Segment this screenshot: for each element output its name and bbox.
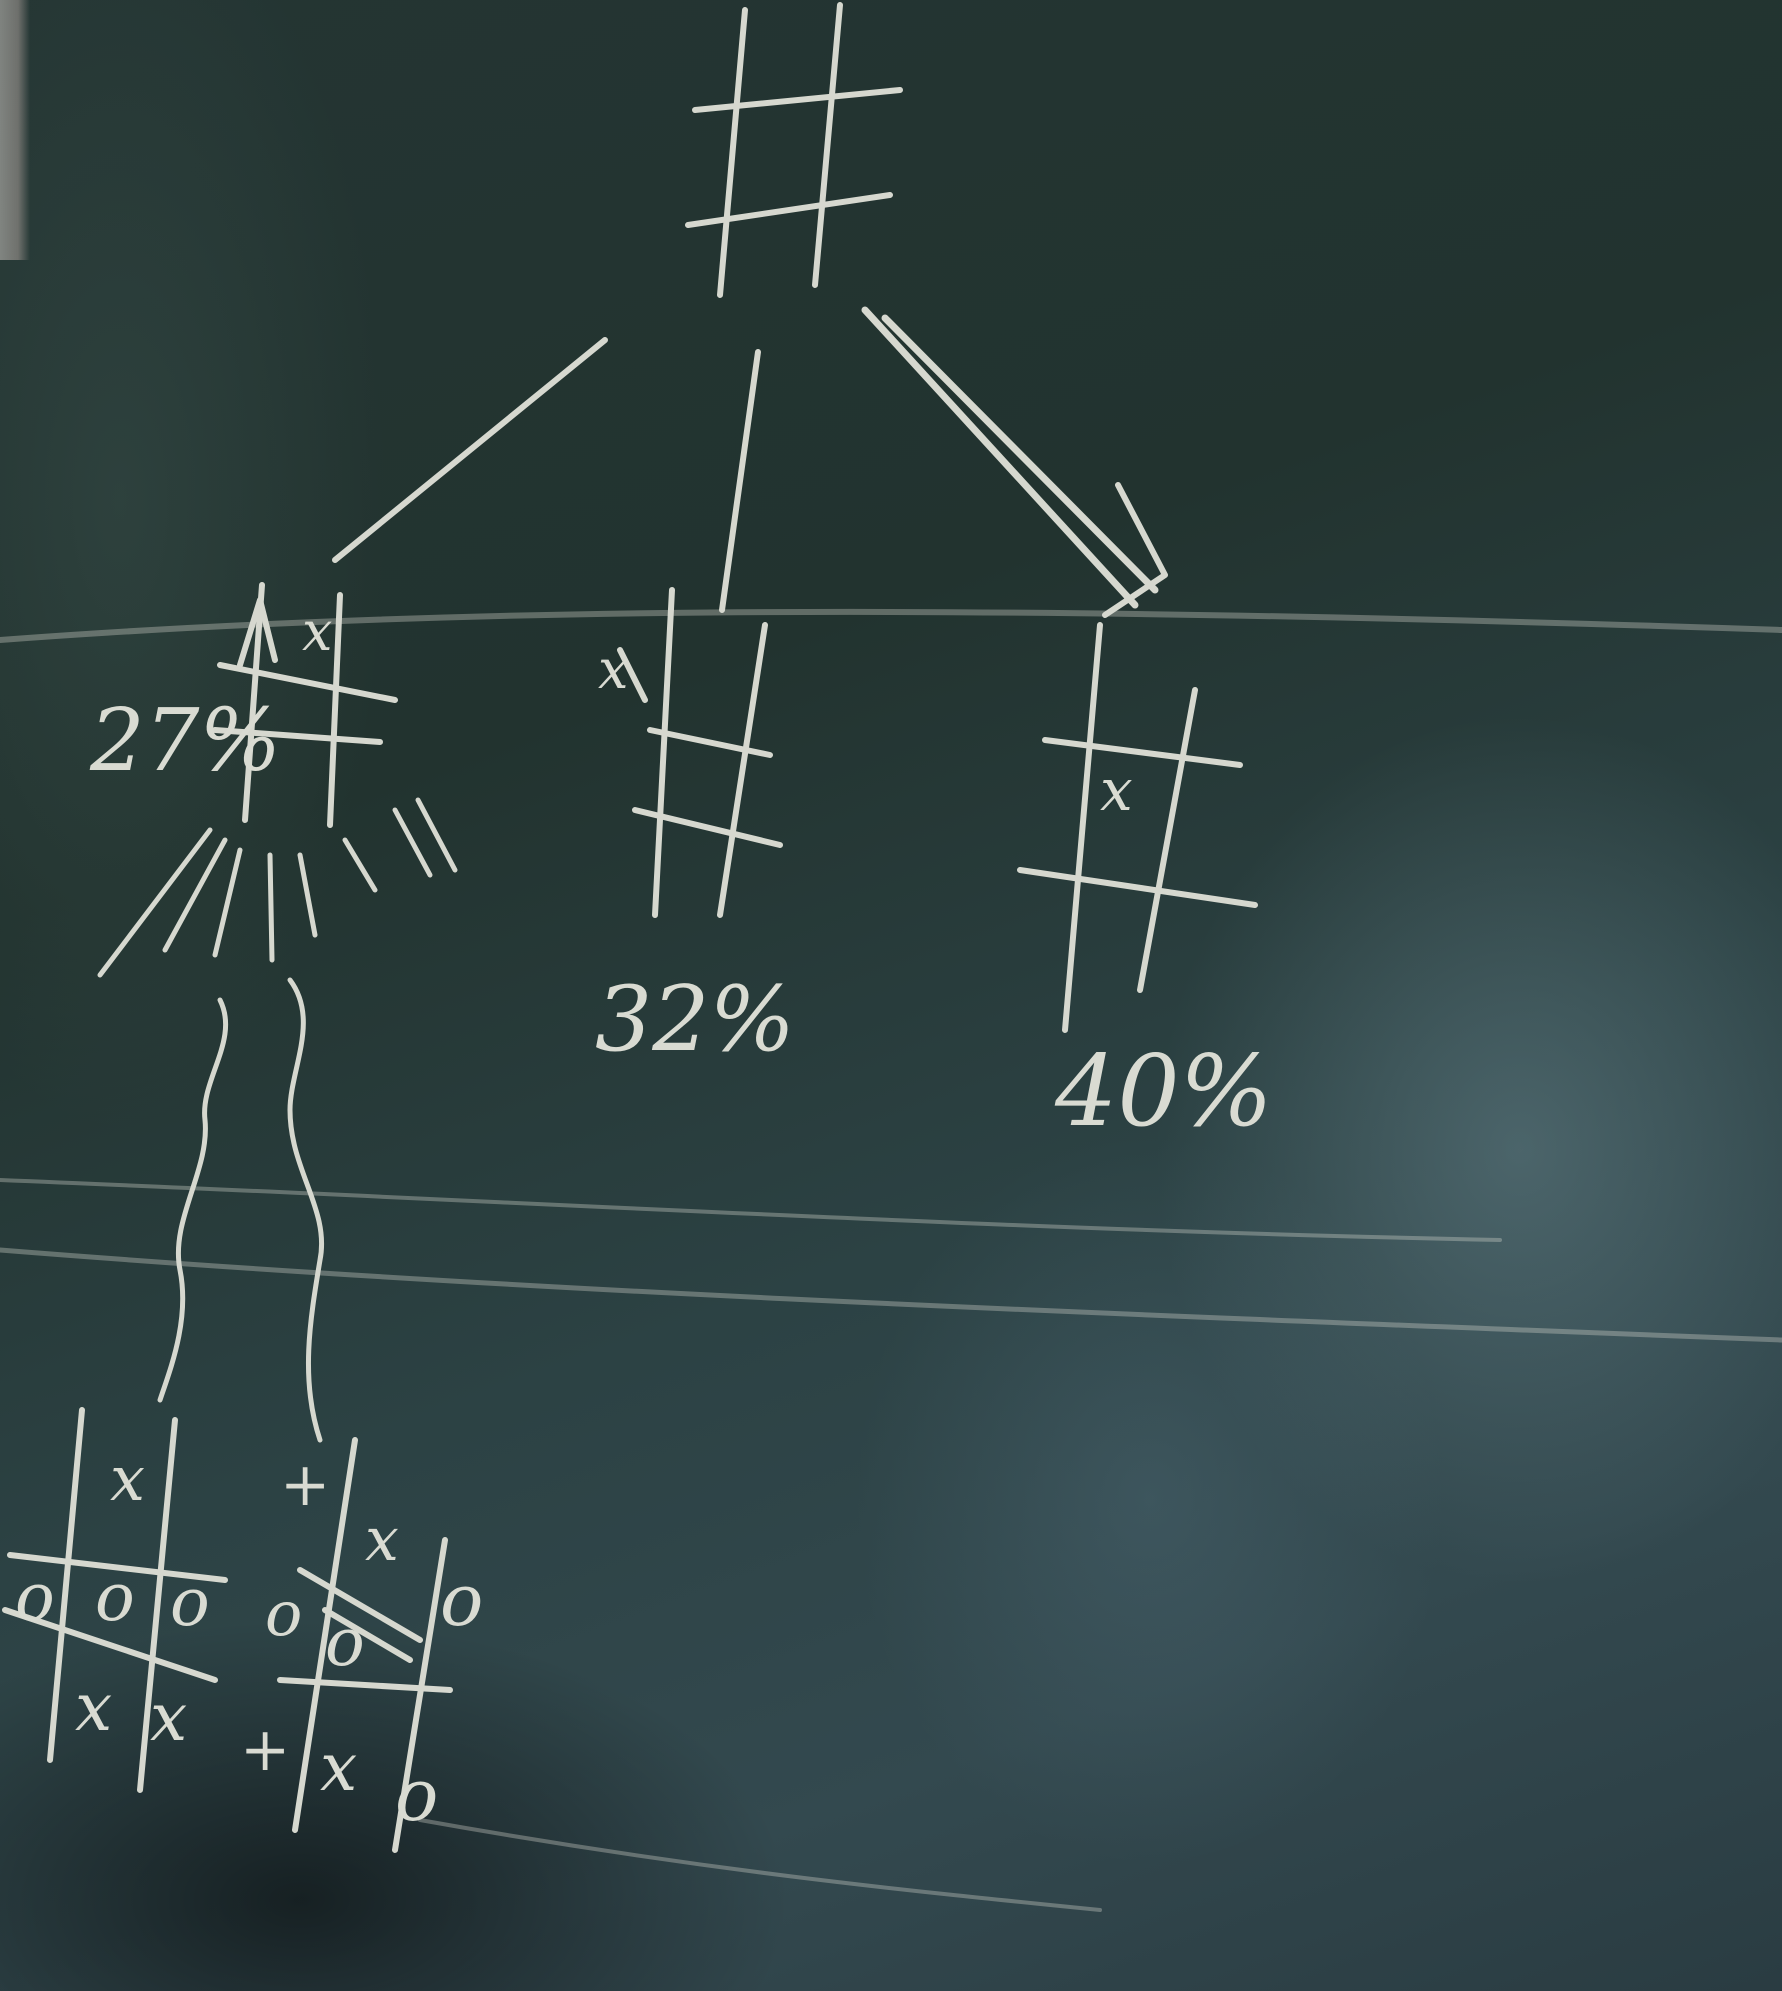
chalk-smudge-lines: [0, 608, 1782, 1912]
bb2-cell-6: +: [240, 1715, 290, 1785]
bb2-cell-0: +: [280, 1450, 330, 1520]
bb2-cell-7: x: [320, 1729, 357, 1806]
child-2-mark: x: [598, 638, 628, 701]
bb2-cell-8: o: [395, 1753, 438, 1837]
child-3-mark: x: [1100, 756, 1133, 824]
bb1-cell-7: x: [75, 1669, 112, 1746]
bb2-cell-3: o: [265, 1577, 302, 1650]
bottom-board-2: [277, 1437, 453, 1853]
tree-edges: [332, 306, 1168, 618]
bottom-board-1-cells: x o o o x x: [15, 1442, 210, 1756]
board-frame-edge: [0, 0, 30, 260]
child-3-percent: 40%: [1054, 1035, 1273, 1149]
child-board-3: [1017, 622, 1258, 1033]
bb1-cell-4: o: [95, 1559, 135, 1636]
bb1-cell-1: x: [110, 1442, 145, 1515]
bb1-cell-8: x: [150, 1679, 187, 1756]
child-1-branch-fan: [97, 797, 458, 978]
bb1-cell-5: o: [170, 1564, 210, 1641]
wavy-edges: [157, 977, 324, 1443]
bottom-board-2-cells: + x o o o + x o: [240, 1450, 483, 1837]
root-board: [685, 2, 903, 298]
child-1-mark: x: [302, 600, 332, 663]
bb2-cell-2: o: [440, 1558, 483, 1642]
bb1-cell-3: o: [15, 1559, 55, 1636]
bb2-cell-1: x: [365, 1505, 399, 1575]
bottom-board-1: [2, 1407, 228, 1793]
child-1-percent: 27%: [89, 691, 281, 791]
child-2-percent: 32%: [595, 967, 795, 1072]
bb2-cell-4: o: [325, 1604, 365, 1681]
child-board-2: [617, 587, 783, 918]
child-board-1: [212, 582, 398, 828]
